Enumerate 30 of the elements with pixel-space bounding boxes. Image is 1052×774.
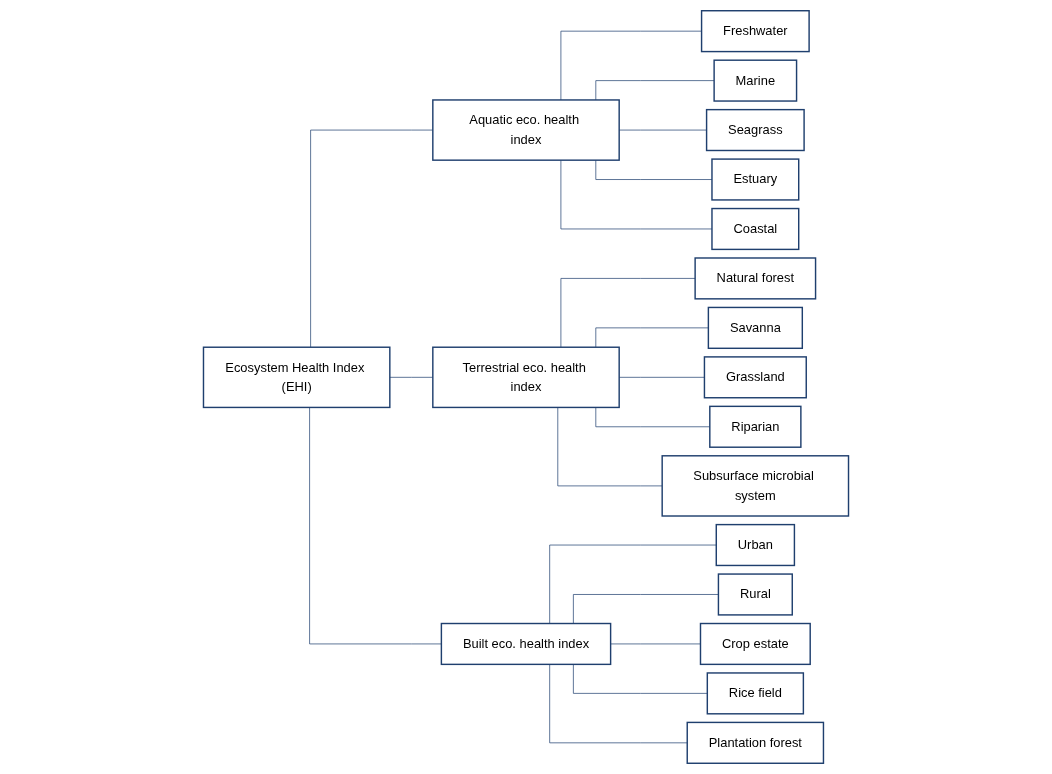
node-box: Riparian (709, 405, 802, 448)
node-box: Rural (717, 573, 793, 616)
node-box: Estuary (711, 158, 800, 201)
node-box: Terrestrial eco. health index (432, 346, 620, 409)
connector (560, 278, 696, 348)
node-box: Savanna (707, 306, 804, 349)
node-box: Aquatic eco. health index (432, 99, 620, 161)
node-box: Crop estate (699, 622, 811, 666)
connector (573, 664, 708, 694)
connector (560, 30, 702, 101)
connector (557, 407, 663, 487)
connector (549, 664, 688, 744)
connector (595, 80, 715, 101)
connector (309, 407, 442, 645)
node-box: Plantation forest (686, 721, 825, 764)
connector (595, 327, 709, 348)
node-box: Urban (715, 523, 796, 567)
connector (573, 594, 719, 624)
node-box: Coastal (711, 207, 800, 251)
node-box: Freshwater (700, 10, 810, 53)
node-box: Rice field (706, 672, 805, 715)
node-box: Seagrass (705, 108, 805, 152)
connector (610, 643, 701, 645)
node-box: Subsurface microbial system (661, 455, 850, 517)
node-box: Grassland (703, 356, 807, 399)
node-box: Marine (713, 59, 798, 102)
node-box: Built eco. health index (440, 622, 612, 666)
node-box: Ecosystem Health Index (EHI) (202, 346, 391, 409)
node-box: Natural forest (694, 257, 817, 300)
connector (549, 544, 717, 624)
